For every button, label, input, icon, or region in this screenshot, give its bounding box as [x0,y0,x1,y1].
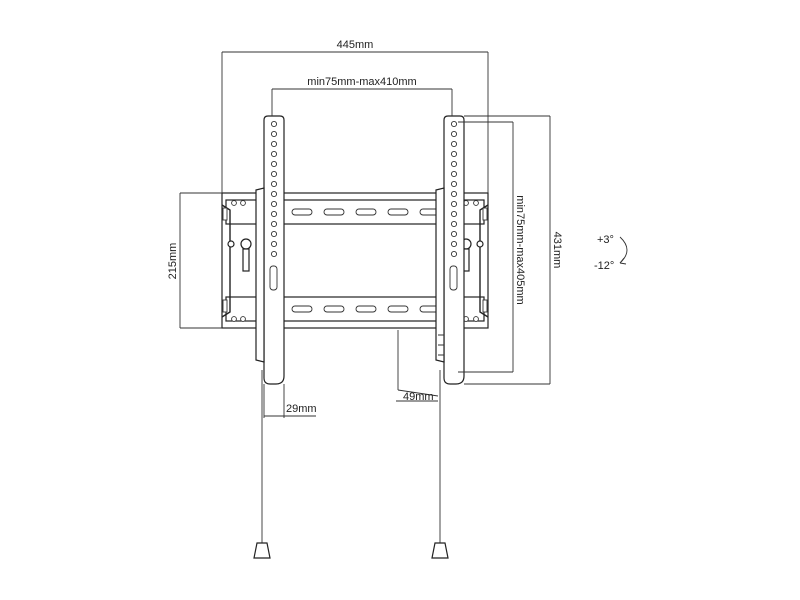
vesa-horizontal-label: min75mm-max410mm [307,76,416,88]
bracket-offset-label: 29mm [286,403,317,415]
mounting-hole [450,130,458,138]
overall-height-label: 431mm [551,232,563,269]
right-vertical-bracket [435,115,465,385]
mounting-hole [270,160,278,168]
overall-width-label: 445mm [337,39,374,51]
mounting-hole [270,140,278,148]
mounting-hole [270,190,278,198]
tilt-down-label: -12° [594,260,614,272]
mounting-hole [450,170,458,178]
mounting-hole [270,250,278,258]
mounting-hole [450,140,458,148]
vesa-vertical-label: min75mm-max405mm [514,195,526,304]
mounting-hole [270,150,278,158]
mounting-hole [270,170,278,178]
safety-cords [253,370,449,559]
rail-slot [323,305,345,313]
left-vertical-bracket [255,115,285,385]
mounting-hole [270,200,278,208]
mounting-hole [450,180,458,188]
mounting-hole [450,250,458,258]
rail-slot [291,208,313,216]
mounting-hole [270,130,278,138]
dimension-overall-height: 431mm [464,115,563,385]
rail-slot [387,305,409,313]
mounting-hole [450,150,458,158]
rail-slot [323,208,345,216]
dimension-overall-width: 445mm [221,39,489,193]
mounting-hole [270,120,278,128]
mounting-hole [450,240,458,248]
dimension-wall-plate-height: 215mm [167,192,222,329]
mounting-hole [450,210,458,218]
tilt-indicator: +3° -12° [594,234,628,272]
mounting-hole [270,210,278,218]
mounting-hole [450,220,458,228]
dimension-vesa-vertical: min75mm-max405mm [458,121,526,373]
dimension-vesa-horizontal: min75mm-max410mm [271,76,453,116]
mounting-hole [270,180,278,188]
dimension-wall-depth: 49mm [396,330,439,403]
dimension-bracket-offset: 29mm [263,384,317,418]
mounting-hole [270,240,278,248]
tilt-up-label: +3° [597,234,614,246]
mounting-hole [270,230,278,238]
rail-slot [387,208,409,216]
rail-slot [355,208,377,216]
wall-depth-label: 49mm [403,391,434,403]
wall-plate-height-label: 215mm [167,243,179,280]
rail-slot [355,305,377,313]
mounting-hole [450,200,458,208]
mounting-hole [450,120,458,128]
mounting-hole [450,230,458,238]
mounting-hole [450,160,458,168]
mounting-hole [450,190,458,198]
rail-slot [291,305,313,313]
mounting-hole [270,220,278,228]
